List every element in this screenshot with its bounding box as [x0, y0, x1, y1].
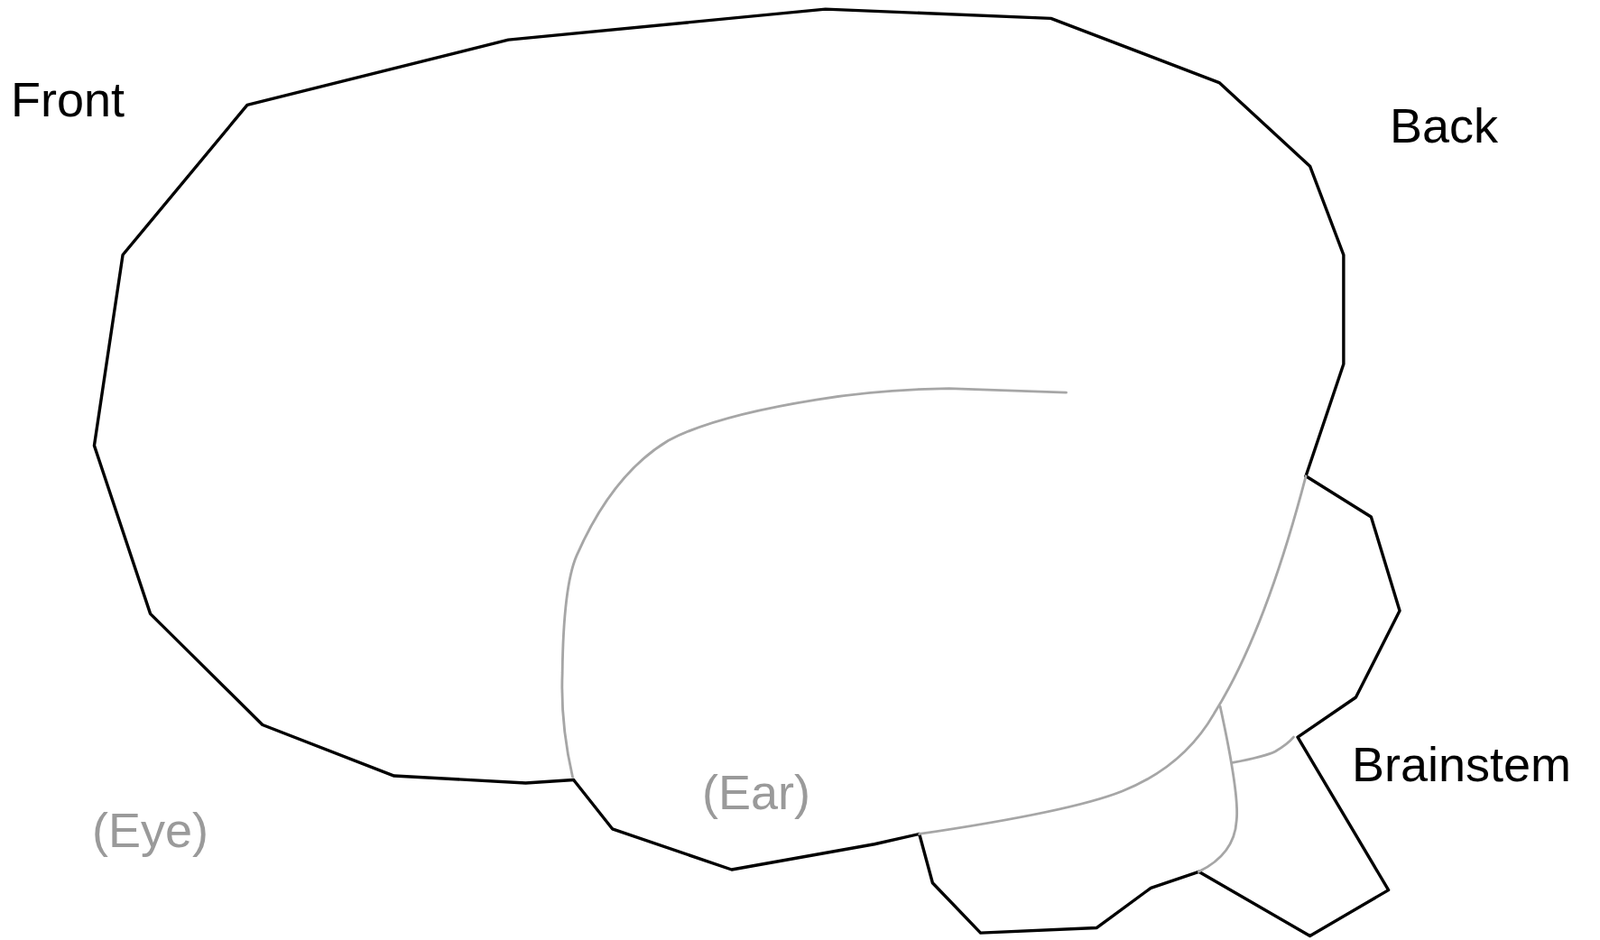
brainstem-boundary-line: [1232, 737, 1295, 763]
direction-label: Back: [1389, 101, 1499, 150]
inner-fold-line: [562, 388, 1067, 778]
cerebellum-brainstem-outline: [573, 476, 1400, 937]
part-label: Brainstem: [1351, 739, 1572, 789]
cerebrum-outline: [93, 9, 1343, 784]
landmark-label: (Ear): [702, 767, 811, 817]
direction-label: Front: [10, 74, 125, 124]
landmark-label: (Eye): [92, 805, 209, 855]
temporal-boundary-line: [919, 476, 1306, 835]
cerebellum-boundary-line: [1198, 706, 1237, 872]
